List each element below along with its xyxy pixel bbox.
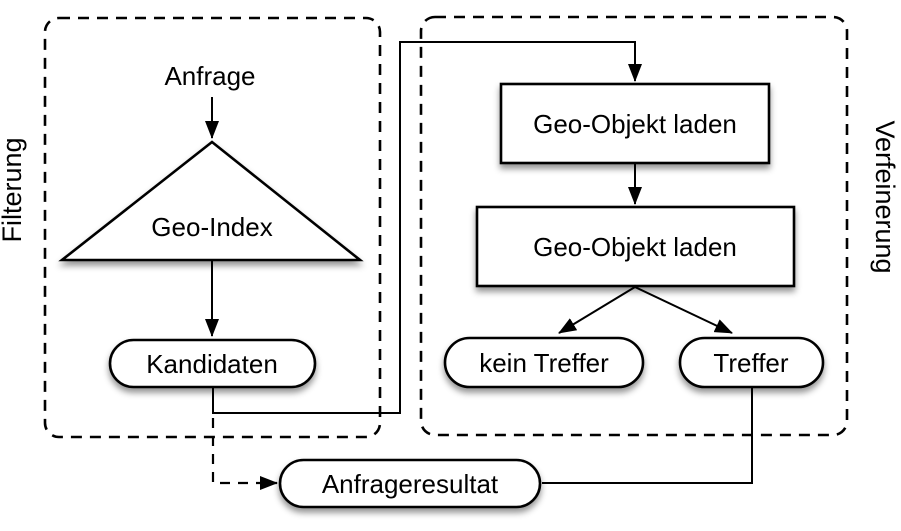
edge-geo-objekt-laden-2-to-kein-treffer <box>558 286 636 334</box>
treffer-node-label: Treffer <box>713 348 788 378</box>
geo-index-node-label: Geo-Index <box>151 212 272 242</box>
treffer-stadium-node <box>678 336 825 389</box>
anfrageresultat-node-label: Anfrageresultat <box>322 469 499 499</box>
edge-kandidaten-to-geo-objekt-laden-1 <box>212 41 642 414</box>
geo-objekt-laden-2-node-label: Geo-Objekt laden <box>533 232 737 262</box>
geo-index-triangle-node <box>58 140 364 262</box>
geo-objekt-laden-1-rect-node <box>499 82 771 165</box>
edge-treffer-to-anfrageresultat <box>542 387 753 484</box>
filterung-group-label: Filterung <box>0 137 27 242</box>
kandidaten-stadium-node <box>108 338 317 389</box>
anfrage-node-label: Anfrage <box>164 61 255 91</box>
verfeinerung-group-label: Verfeinerung <box>870 120 900 273</box>
kein-treffer-stadium-node <box>443 336 645 389</box>
kandidaten-node-label: Kandidaten <box>146 349 278 379</box>
edge-geo-objekt-laden-2-to-treffer <box>634 286 733 334</box>
geo-objekt-laden-1-node-label: Geo-Objekt laden <box>533 109 737 139</box>
kein-treffer-node-label: kein Treffer <box>479 348 609 378</box>
edge-kandidaten-to-anfrageresultat-dashed <box>211 418 278 490</box>
verfeinerung-group-box <box>419 15 849 437</box>
anfrageresultat-stadium-node <box>278 458 542 509</box>
geo-objekt-laden-2-rect-node <box>475 205 796 288</box>
